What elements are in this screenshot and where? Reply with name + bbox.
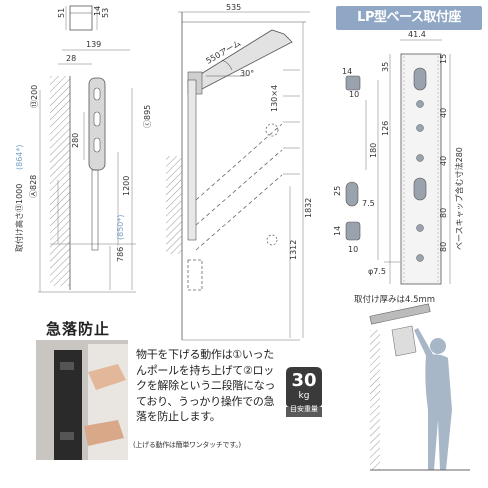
dim-280: 280 [71,133,80,148]
dim-1832: 1832 [304,198,313,218]
dim-b80a: 80 [439,208,448,218]
dim-200: ⑬200 [30,85,39,108]
dim-b25: 25 [333,186,342,196]
dim-130x4: 130×4 [270,85,279,112]
dim-b126: 126 [381,121,390,136]
dim-b14a: 14 [342,67,352,76]
dim-b180: 180 [369,143,378,158]
lp-base-plate-drawing [345,39,451,285]
dim-850: (850*) [116,214,125,240]
dim-b10b: 10 [348,245,358,254]
dim-b35: 35 [381,62,390,72]
angle-label: 30° [240,69,254,78]
dim-b7-5b: φ7.5 [368,267,386,276]
dim-786: 786 [116,247,125,262]
dim-b280: ベースキャップ含む寸法280 [454,147,464,250]
dim-b80b: 80 [439,242,448,252]
side-elevation-drawing [38,5,136,293]
dim-139: 139 [86,40,101,49]
dim-1312: 1312 [289,240,298,260]
front-elevation-drawing [166,11,310,341]
dim-28: 28 [66,54,76,63]
dim-b40a: 40 [439,108,448,118]
dim-41-4: 41.4 [408,30,426,39]
person-illustration [369,303,470,471]
dim-1000: 取付け高さ⑬1000 [14,184,24,252]
load-value: 30 [291,370,317,391]
load-badge-text: 30 kg 目安重量 [282,363,326,415]
dim-b15: 15 [439,54,448,64]
load-label: 目安重量 [290,405,318,413]
dimension-labels: 51 14 53 139 28 535 ⑬200 ⓒ895 280 1200 Ⓐ… [14,3,464,276]
mounting-thickness-text: 取付け厚みは4.5mm [354,295,436,305]
dim-535: 535 [226,3,241,12]
load-unit: kg [298,391,310,401]
lock-photo [36,340,128,460]
dim-top-14: 14 [93,6,102,16]
dim-top-53: 53 [101,8,110,18]
fall-prevention-description: 物干を下げる動作は①いったんポールを持ち上げて②ロックを解除という二段階になって… [136,348,276,423]
dim-b7-5a: 7.5 [362,199,375,208]
dim-1200: 1200 [122,176,131,196]
dim-b14b: 14 [333,226,342,236]
lp-base-title: LP型ベース取付座 [336,6,482,30]
dim-828: Ⓐ828 [29,175,38,198]
load-badge [286,367,322,417]
dim-top-51: 51 [57,8,66,18]
dim-b40b: 40 [439,156,448,166]
dim-864: (864*) [15,144,24,170]
dim-b10a: 10 [349,90,359,99]
dim-895: ⓒ895 [143,105,152,128]
fall-prevention-note: (上げる動作は簡単ワンタッチです。) [133,441,241,449]
fall-prevention-heading: 急落防止 [46,320,111,338]
